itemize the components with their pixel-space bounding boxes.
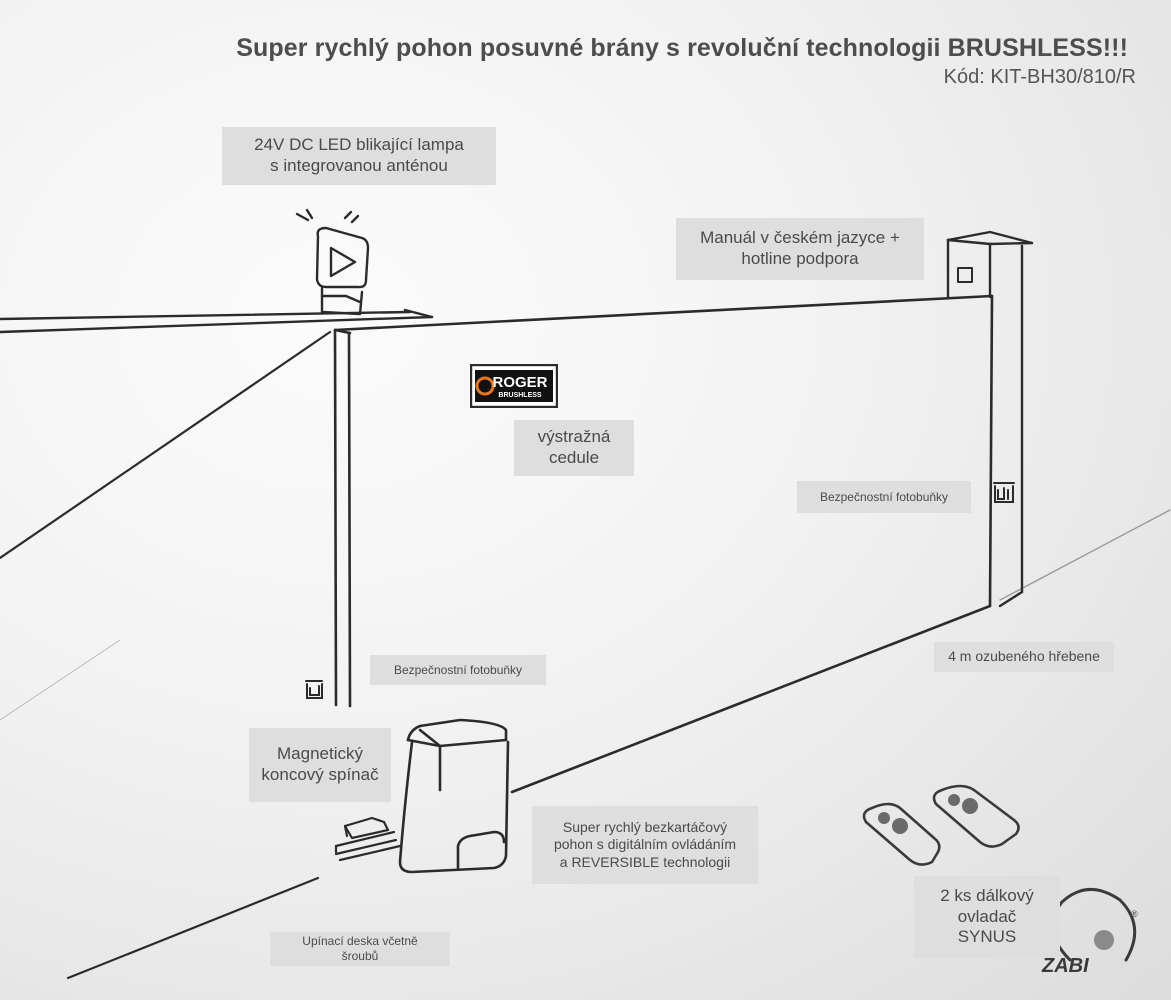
label-manual: Manuál v českém jazyce + hotline podpora: [676, 218, 924, 280]
label-sign-text: výstražná cedule: [537, 427, 611, 467]
page-title: Super rychlý pohon posuvné brány s revol…: [236, 34, 1128, 62]
gate-leaf: [333, 294, 994, 794]
product-code: Kód: KIT-BH30/810/R: [943, 66, 1136, 88]
zabi-logo-text: ZABI: [1041, 955, 1089, 977]
label-magnetic-switch: Magnetický koncový spínač: [249, 728, 391, 802]
remote-control-icon: [862, 784, 1020, 866]
label-plate: Upínací deska včetně šroubů: [270, 932, 450, 966]
label-photocells-left: Bezpečnostní fotobuňky: [370, 655, 546, 685]
limit-switch-icon: [334, 816, 402, 862]
zabi-registered-mark: ®: [1131, 909, 1138, 919]
label-sign: výstražná cedule: [514, 420, 634, 476]
label-remotes: 2 ks dálkový ovladač SYNUS: [914, 876, 1060, 958]
label-photocells-left-text: Bezpečnostní fotobuňky: [393, 662, 523, 677]
label-manual-text: Manuál v českém jazyce + hotline podpora: [700, 228, 900, 268]
photocell-icon: [305, 680, 323, 699]
ground-lines: [0, 330, 1171, 980]
label-rack: 4 m ozubeného hřebene: [934, 642, 1114, 672]
label-motor-text: Super rychlý bezkartáčový pohon s digitá…: [553, 819, 737, 870]
label-motor: Super rychlý bezkartáčový pohon s digitá…: [532, 806, 758, 884]
label-lamp-text: 24V DC LED blikající lampa s integrovano…: [254, 135, 464, 175]
roger-brushless-sign: ROGER BRUSHLESS: [469, 363, 559, 409]
gate-motor-icon: [398, 718, 510, 874]
photocell-icon: [993, 482, 1015, 503]
label-plate-text: Upínací deska včetně šroubů: [302, 934, 418, 963]
brushless-logo-text: BRUSHLESS: [498, 392, 542, 399]
label-magnetic-switch-text: Magnetický koncový spínač: [261, 744, 379, 784]
label-remotes-text: 2 ks dálkový ovladač SYNUS: [940, 885, 1034, 947]
label-lamp: 24V DC LED blikající lampa s integrovano…: [222, 127, 496, 185]
label-photocells-right: Bezpečnostní fotobuňky: [797, 481, 971, 513]
gate-pillar: [946, 230, 1034, 608]
label-photocells-right-text: Bezpečnostní fotobuňky: [819, 489, 949, 504]
label-rack-text: 4 m ozubeného hřebene: [948, 648, 1100, 665]
zabi-logo: [1051, 888, 1137, 962]
roger-logo-text: ROGER: [492, 374, 547, 391]
flashing-lamp-icon: [295, 208, 370, 316]
